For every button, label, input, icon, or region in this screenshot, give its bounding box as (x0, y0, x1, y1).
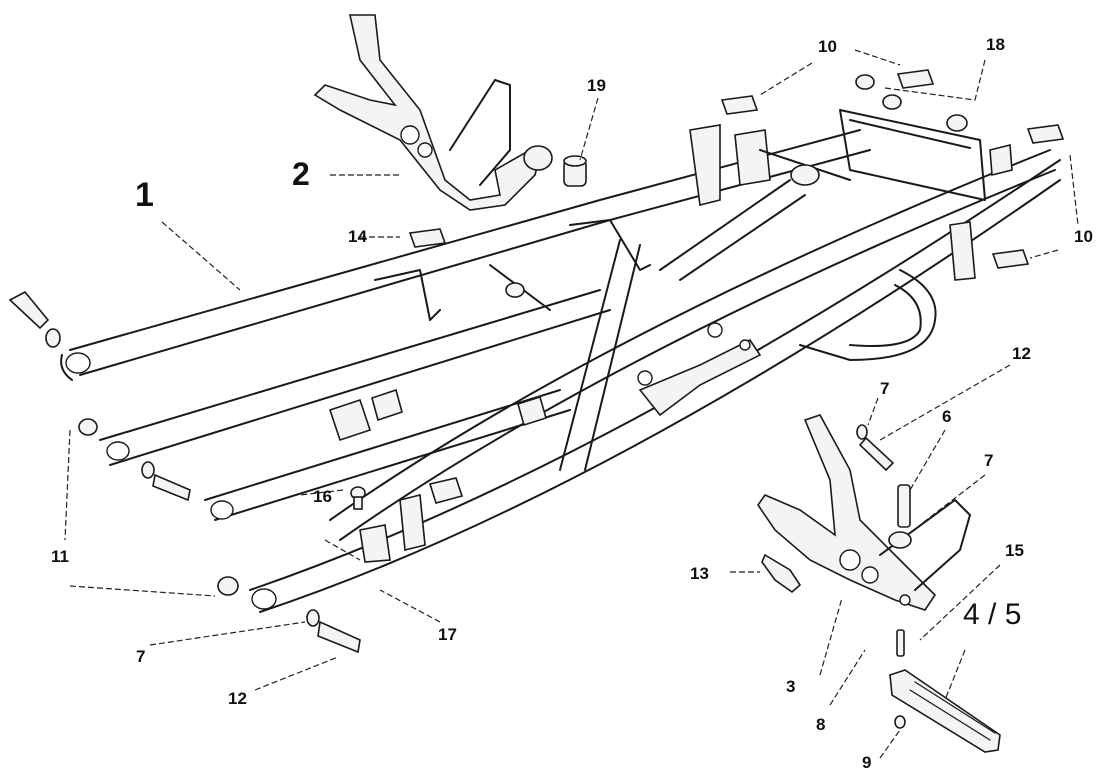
bushing-19 (563, 155, 587, 187)
callout-16: 16 (313, 487, 332, 506)
callout-7-right: 7 (984, 451, 994, 470)
callout-3: 3 (786, 677, 796, 696)
callout-10-top: 10 (818, 37, 837, 56)
footpeg-4-5 (889, 669, 1001, 753)
callout-8: 8 (816, 715, 826, 734)
callout-13: 13 (690, 564, 709, 583)
callout-6: 6 (942, 407, 952, 426)
callout-12-left: 12 (228, 689, 247, 708)
callout-17: 17 (438, 625, 457, 644)
callout-14: 14 (348, 227, 367, 246)
callout-18: 18 (986, 35, 1005, 54)
leader-lines (64, 49, 1079, 759)
callout-7-left: 7 (136, 647, 146, 666)
rear-subframe (60, 109, 1061, 613)
callout-2: 2 (292, 156, 310, 192)
callout-19: 19 (587, 76, 606, 95)
hardware (8, 69, 1065, 729)
callout-15: 15 (1005, 541, 1024, 560)
footrest-bracket-2 (313, 14, 553, 211)
callout-1: 1 (135, 176, 154, 214)
callout-7-right-top: 7 (880, 379, 890, 398)
callout-9: 9 (862, 753, 872, 772)
callout-11: 11 (51, 547, 69, 566)
callout-10-right: 10 (1074, 227, 1093, 246)
callout-12-right: 12 (1012, 344, 1031, 363)
footrest-bracket-3 (757, 414, 971, 611)
callout-4-5: 4 / 5 (963, 598, 1022, 631)
